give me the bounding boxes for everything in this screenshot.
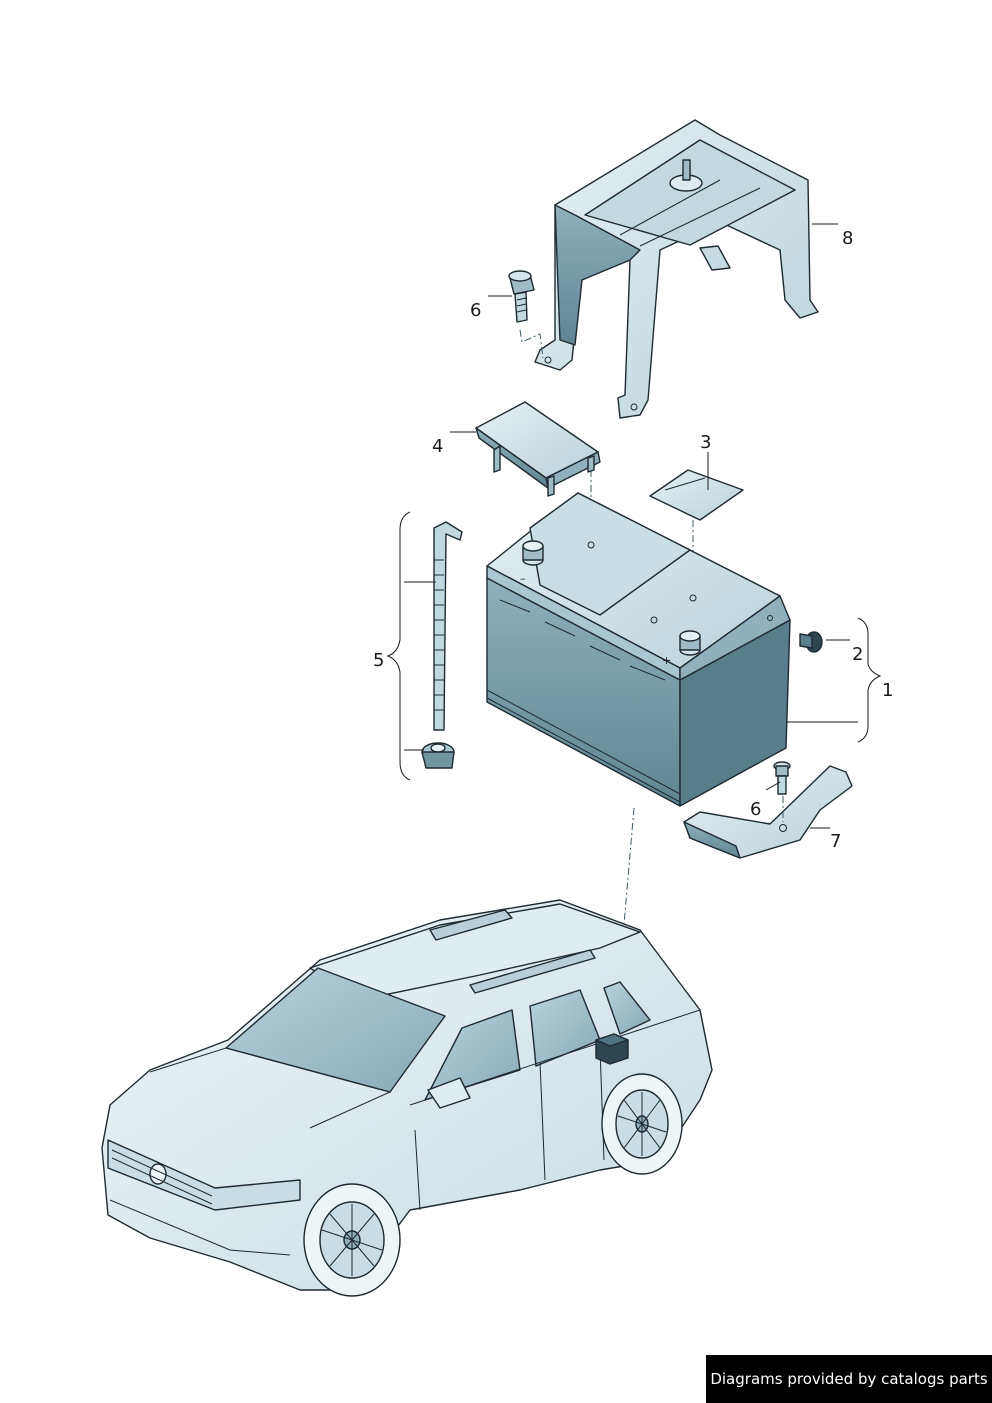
callout-8: 8 <box>842 228 853 249</box>
callout-1: 1 <box>882 680 893 701</box>
assembly-line <box>519 329 544 359</box>
negative-terminal-mark: – <box>520 572 526 585</box>
hold-down-clamp-part-7 <box>683 765 853 859</box>
callout-6-lower: 6 <box>750 799 761 820</box>
callout-5: 5 <box>373 650 384 671</box>
callout-4: 4 <box>432 436 443 457</box>
callout-7: 7 <box>830 831 841 852</box>
terminal-cover-part-4 <box>475 401 601 497</box>
negative-terminal <box>522 540 544 566</box>
battery-part-1: – + <box>486 492 791 807</box>
positive-terminal <box>679 630 701 656</box>
battery-pad-part-3 <box>649 469 744 521</box>
vent-hose-part-5 <box>421 521 463 769</box>
callout-leaders <box>386 223 882 829</box>
bolt-part-6-upper <box>508 270 535 323</box>
positive-terminal-mark: + <box>662 654 671 667</box>
vehicle-illustration <box>101 899 713 1297</box>
battery-bracket-part-8 <box>534 119 819 419</box>
vent-plug-part-2 <box>799 631 823 653</box>
callout-6-upper: 6 <box>470 300 481 321</box>
callout-labels: 8 6 4 3 2 1 5 6 7 <box>373 228 893 852</box>
callout-3: 3 <box>700 432 711 453</box>
callout-2: 2 <box>852 644 863 665</box>
credit-banner: Diagrams provided by catalogs parts <box>706 1355 992 1403</box>
bolt-part-6-lower <box>773 761 791 795</box>
